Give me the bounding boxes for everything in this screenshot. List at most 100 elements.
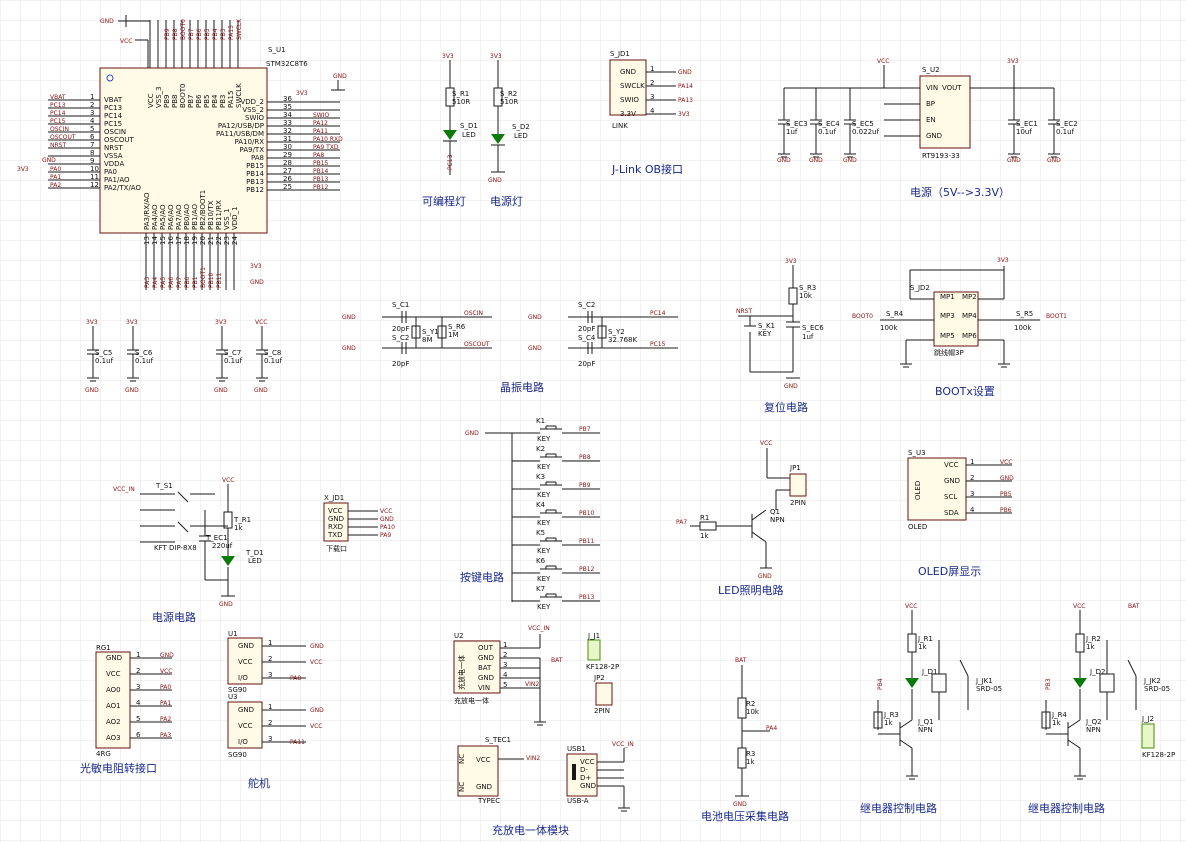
- key-ref: K6: [536, 557, 546, 565]
- dl-pin-name: GND: [328, 515, 344, 523]
- reg-cap-gnd: GND: [1047, 157, 1061, 164]
- led1-r-ref: S_R1: [452, 90, 469, 98]
- decap-val: 0.1uf: [224, 357, 243, 365]
- bat-r2-val: 10k: [746, 708, 760, 716]
- relay-rb-icon: [1041, 711, 1051, 729]
- reg-pin-name: VIN: [926, 84, 938, 92]
- wire: [1127, 659, 1137, 677]
- mcu-left-pin-name: NRST: [104, 144, 124, 152]
- mcu-top-net: BOOT0: [180, 19, 187, 40]
- xtal-y-val: 8M: [422, 336, 433, 344]
- reg-cap-gnd: GND: [1007, 157, 1021, 164]
- ledlight-block[interactable]: VCC JP1 2PIN PA7 R1 1k GND Q1 NPN LED照明电…: [676, 440, 807, 597]
- servo-pin-num: 1: [268, 703, 272, 711]
- wire: [899, 719, 913, 729]
- reg-cap-gnd: GND: [843, 157, 857, 164]
- ldr-pin-num: 3: [136, 683, 140, 691]
- oled-part: OLED: [908, 523, 927, 531]
- reg-cap-ref: S_EC2: [1056, 120, 1078, 128]
- reg-cap-ref: S_EC1: [1016, 120, 1038, 128]
- dl-pin-name: TXD: [327, 531, 342, 539]
- xtal-c1-val: 20pF: [392, 325, 409, 333]
- relay-k-ref: J_JK1: [975, 677, 993, 685]
- ldr-pin-num: 6: [136, 731, 141, 739]
- mcu-bottom-net: PA4: [152, 277, 159, 288]
- key-net: PB13: [579, 594, 595, 601]
- decap-ref: S_C7: [224, 349, 241, 357]
- chg-pin-num: 4: [503, 671, 508, 679]
- power-switch-block[interactable]: VCC_IN T_S1 KFT DIP-8X8 VCC T_R1 1k T_D1…: [113, 477, 264, 624]
- mcu-right-pin-num: 33: [283, 119, 292, 127]
- dl-net: PA9: [380, 532, 391, 539]
- crystal-block[interactable]: GNDGNDS_C120pFS_C220pFS_Y18MOSCINOSCOUTS…: [342, 301, 678, 394]
- servo-net: GND: [310, 707, 324, 714]
- reset-block[interactable]: 3V3 S_R3 10k NRST S_K1 KEY S_EC6 1uf GND…: [736, 258, 824, 414]
- battery-block[interactable]: BAT R2 10k PA4 R3 1k GND 电池电压采集电路: [701, 657, 789, 823]
- boot-title: BOOTx设置: [935, 385, 995, 398]
- xtal-y-ref: S_Y1: [422, 328, 439, 336]
- ldr-pin-num: 5: [136, 715, 140, 723]
- relay-q-val: NPN: [1086, 726, 1101, 734]
- psw-sw-part: KFT DIP-8X8: [154, 544, 197, 552]
- ldr-net: PA3: [160, 732, 171, 739]
- jlink-pin-name: 3.3V: [620, 110, 636, 118]
- mcu-right-pin-num: 36: [283, 95, 292, 103]
- mcu-left-pin-name: PC13: [104, 104, 122, 112]
- mcu-bottom-pin-name: PB2/BOOT1: [199, 190, 207, 230]
- mcu-block[interactable]: S_U1 STM32C8T6 VBAT1VBATPC132PC13PC143PC…: [17, 15, 347, 290]
- mcu-3v3-bottom-label: 3V3: [250, 263, 262, 270]
- xtal-c2-ref: S_C2: [392, 334, 409, 342]
- mcu-right-pin-name: PA9/TX: [240, 146, 265, 154]
- mcu-bottom-net: PB0: [184, 276, 191, 288]
- mcu-right-pin-num: 32: [283, 127, 292, 135]
- decoupling-caps: 3V3GNDS_C50.1uf3V3GNDS_C60.1uf3V3GNDS_C7…: [85, 319, 283, 394]
- boot-part: 跳线帽3P: [934, 348, 964, 357]
- mcu-top-pin-name: PB8: [171, 95, 179, 108]
- psw-gnd: GND: [219, 601, 233, 608]
- mcu-top-pin-name: PB6: [195, 94, 203, 108]
- servo1-body: [227, 637, 263, 685]
- keys-block[interactable]: GND K1KEYPB7K2KEYPB8K3KEYPB9K4KEYPB10K5K…: [460, 417, 600, 611]
- mcu-right-pin-name: PB12: [246, 186, 264, 194]
- reset-r-val: 10k: [799, 292, 813, 300]
- mcu-left-pin-num: 10: [90, 165, 99, 173]
- psw-d-ref: T_D1: [245, 549, 264, 557]
- relay-q-val: NPN: [918, 726, 933, 734]
- ldr-ref: RG1: [96, 644, 111, 652]
- key-val: KEY: [537, 519, 551, 527]
- relay-r1-ref: J_R2: [1085, 635, 1101, 643]
- mcu-top-pin-name: PB4: [211, 94, 219, 108]
- mcu-bottom-pin-num: 17: [175, 236, 183, 245]
- dl-net: PA10: [380, 524, 395, 531]
- relay-rb-icon: [873, 711, 883, 729]
- oled-pin-name: SDA: [944, 509, 959, 517]
- ll-jp-val: 2PIN: [790, 499, 806, 507]
- servo-title: 舵机: [248, 776, 270, 790]
- chg-usb-vccin: VCC_IN: [612, 741, 634, 748]
- mcu-bottom-net: PA6: [168, 277, 175, 288]
- reg-ref: S_U2: [922, 66, 940, 74]
- mcu-bottom-pin-name: PA6/AO: [167, 204, 175, 230]
- mcu-right-pin-name: PB15: [246, 162, 264, 170]
- servo-pin-name: I/O: [238, 738, 248, 746]
- reg-cap-val: 1uf: [786, 128, 798, 136]
- mcu-top-pin-name: BOOT0: [179, 84, 187, 108]
- mcu-right-pin-name: PB14: [246, 170, 264, 178]
- led-indicator-block[interactable]: 3V3 S_R1 510R S_D1 LED PC13 可编程灯 3V3 S_R…: [422, 53, 530, 208]
- reset-gnd: GND: [784, 383, 798, 390]
- reg-caps: GNDS_EC31ufGNDS_EC40.1ufGNDS_EC50.022ufG…: [777, 88, 1078, 164]
- mcu-bottom-pin-name: PB11/RX: [215, 200, 223, 230]
- led1-net: PC13: [447, 154, 454, 170]
- mcu-top-net: PB8: [172, 28, 179, 40]
- usb-pin-name: GND: [580, 782, 596, 790]
